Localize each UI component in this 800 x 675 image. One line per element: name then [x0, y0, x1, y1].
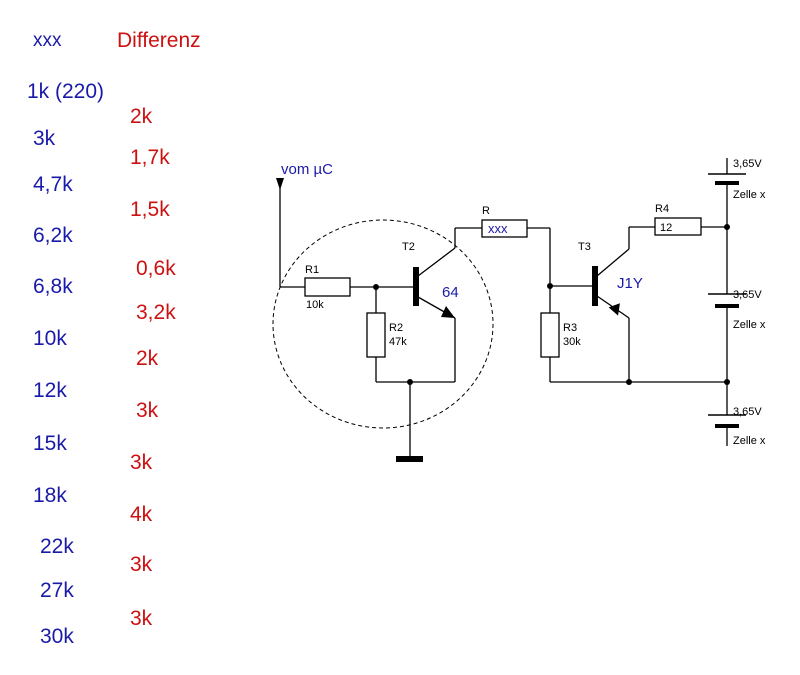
r-name: R — [482, 205, 490, 217]
diff-item: 3k — [130, 553, 153, 576]
input-arrow — [276, 178, 284, 190]
cell-label: Zelle x — [733, 189, 766, 201]
value-item: 3k — [33, 127, 56, 150]
table-header-diff: Differenz — [117, 29, 201, 52]
r4-value: 12 — [660, 222, 672, 234]
value-item: 18k — [33, 484, 67, 507]
t2-marking: 64 — [442, 284, 459, 301]
junction-dot — [724, 224, 730, 230]
r2-value: 47k — [389, 336, 407, 348]
diff-item: 3k — [130, 451, 153, 474]
value-item: 22k — [40, 535, 74, 558]
t3-marking: J1Y — [617, 275, 643, 292]
diff-item: 2k — [130, 105, 153, 128]
r1-name: R1 — [305, 264, 319, 276]
r3-value: 30k — [563, 336, 581, 348]
value-item: 10k — [33, 327, 67, 350]
diff-item: 3,2k — [136, 301, 176, 324]
diff-item: 1,5k — [130, 198, 170, 221]
r3-name: R3 — [563, 322, 577, 334]
resistor-r1 — [304, 277, 351, 297]
value-item: 6,2k — [33, 224, 73, 247]
input-label: vom µC — [281, 161, 333, 178]
transistor-t3-collector — [596, 248, 630, 277]
t2-stage-outline — [272, 219, 494, 429]
r1-value: 10k — [306, 299, 324, 311]
t3-name: T3 — [578, 241, 591, 253]
resistor-r3 — [540, 312, 560, 358]
diff-item: 0,6k — [136, 257, 176, 280]
cell-voltage: 3,65V — [733, 289, 762, 301]
cell-label: Zelle x — [733, 435, 766, 447]
resistor-r2 — [366, 312, 386, 358]
transistor-t2-emitter-arrow — [441, 306, 455, 318]
junction-dot — [626, 379, 632, 385]
junction-dot — [724, 379, 730, 385]
value-item: 27k — [40, 579, 74, 602]
value-item: 6,8k — [33, 275, 73, 298]
cell-voltage: 3,65V — [733, 158, 762, 170]
value-item: 1k (220) — [27, 80, 105, 103]
cell-label: Zelle x — [733, 319, 766, 331]
diff-item: 4k — [130, 503, 153, 526]
diff-item: 3k — [130, 607, 153, 630]
junction-dot — [547, 283, 553, 289]
transistor-t2-collector — [417, 247, 456, 277]
transistor-t3-base — [592, 266, 598, 306]
junction-dot — [407, 379, 413, 385]
diff-item: 2k — [136, 347, 159, 370]
transistor-t3-emitter-arrow — [608, 303, 620, 316]
value-item: 12k — [33, 379, 67, 402]
transistor-t2-base — [413, 267, 419, 306]
ground-symbol — [396, 456, 423, 462]
value-item: 4,7k — [33, 173, 73, 196]
diff-item: 3k — [136, 399, 159, 422]
value-item: 30k — [40, 625, 74, 648]
r2-name: R2 — [389, 322, 403, 334]
cell-voltage: 3,65V — [733, 406, 762, 418]
r4-name: R4 — [655, 203, 669, 215]
value-item: 15k — [33, 432, 67, 455]
diff-item: 1,7k — [130, 146, 170, 169]
table-header-value: xxx — [33, 30, 62, 51]
t2-name: T2 — [402, 241, 415, 253]
r-value: xxx — [488, 221, 508, 236]
junction-dot — [373, 284, 379, 290]
